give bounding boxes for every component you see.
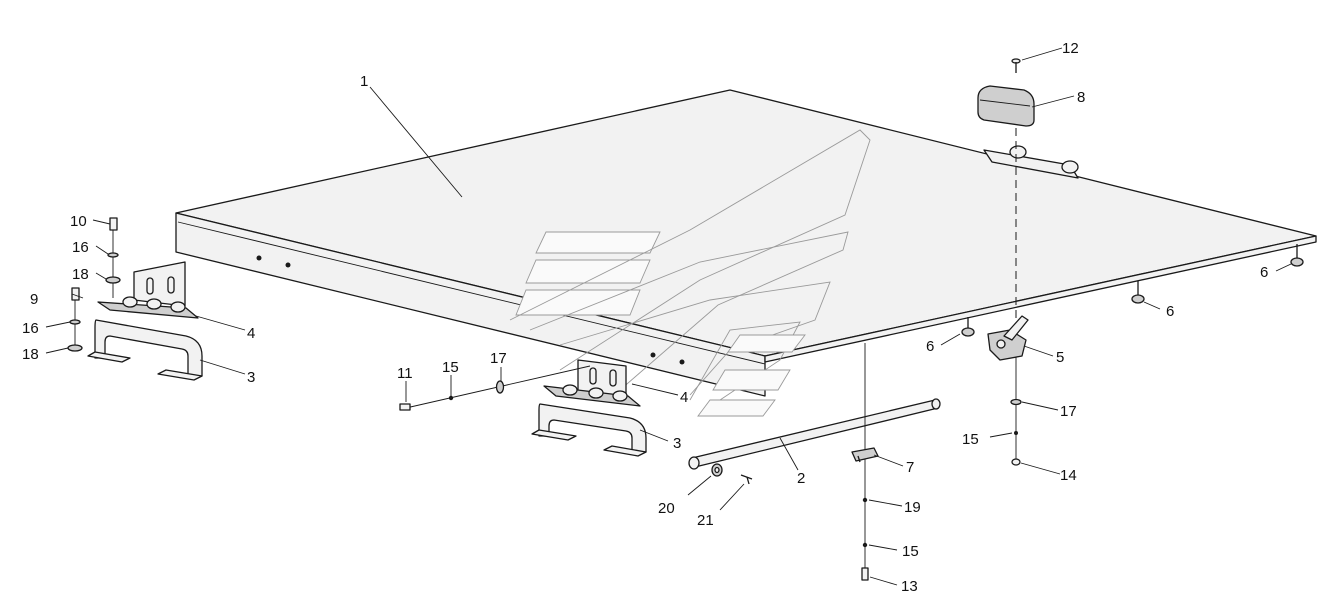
- callout-18: 18: [22, 346, 39, 363]
- latch: [987, 315, 1029, 361]
- rod-end: [688, 456, 700, 470]
- washer-16: [107, 252, 119, 258]
- leader-lines: [45, 47, 1292, 586]
- center-bracket-foot: [603, 445, 647, 457]
- washer-15: [1014, 431, 1018, 435]
- panel-hole: [256, 255, 262, 261]
- callout-4: 4: [680, 389, 688, 406]
- cotter-pin-21: [740, 474, 753, 485]
- callout-12: 12: [1062, 40, 1079, 57]
- logo-bar: [535, 231, 661, 254]
- callout-15: 15: [902, 543, 919, 560]
- center-hinge: [543, 359, 641, 407]
- callout-3: 3: [673, 435, 681, 452]
- callout-15: 15: [962, 431, 979, 448]
- bolt-10: [109, 217, 118, 231]
- washer-17: [495, 380, 505, 394]
- panel-logo-outline: [509, 129, 871, 417]
- logo-bar: [525, 259, 651, 284]
- callout-14: 14: [1060, 467, 1077, 484]
- rubber-foot: [1131, 294, 1145, 304]
- callout-11: 11: [397, 365, 413, 382]
- logo-bar: [712, 369, 791, 391]
- callout-6: 6: [1260, 264, 1268, 281]
- center-bracket-body: [538, 403, 647, 453]
- left-bracket-body: [94, 319, 203, 377]
- cover-panel-fold-line: [177, 221, 766, 365]
- screw-12: [1011, 58, 1021, 73]
- callout-5: 5: [1056, 349, 1064, 366]
- callout-6: 6: [926, 338, 934, 355]
- washer-15: [448, 395, 454, 401]
- logo-stroke: [559, 281, 831, 396]
- washer-18: [105, 276, 121, 284]
- panel-hole: [650, 352, 656, 358]
- callout-18: 18: [72, 266, 89, 283]
- callout-17: 17: [490, 350, 507, 367]
- callout-3: 3: [247, 369, 255, 386]
- rear-hinge-plate: [983, 149, 1079, 179]
- callout-21: 21: [697, 512, 714, 529]
- rod-end: [931, 398, 941, 410]
- callout-8: 8: [1077, 89, 1085, 106]
- callout-16: 16: [72, 239, 89, 256]
- callout-2: 2: [797, 470, 805, 487]
- logo-bar: [515, 289, 641, 316]
- callout-6: 6: [1166, 303, 1174, 320]
- left-hinge-leaf: [133, 261, 186, 307]
- callout-17: 17: [1060, 403, 1077, 420]
- nut-14: [1011, 458, 1021, 466]
- rear-hinge-knuckle: [1009, 145, 1027, 159]
- logo-stroke: [529, 231, 849, 391]
- clip-7: [851, 447, 879, 463]
- callout-1: 1: [360, 73, 368, 90]
- callout-19: 19: [904, 499, 921, 516]
- rubber-foot: [1290, 257, 1304, 267]
- rear-hinge-bracket: [983, 145, 1079, 179]
- callout-20: 20: [658, 500, 675, 517]
- end-cap: [977, 85, 1035, 127]
- right-axis-hardware: [1010, 398, 1022, 466]
- cover-panel-right-edge: [764, 235, 1317, 363]
- washer-16: [69, 319, 81, 325]
- logo-bar: [727, 334, 806, 353]
- callout-7: 7: [906, 459, 914, 476]
- logo-stroke: [509, 129, 871, 371]
- screw-11: [399, 403, 411, 411]
- washer-19: [862, 497, 868, 503]
- cover-panel: [175, 89, 1317, 397]
- end-cap-body: [977, 85, 1035, 127]
- rubber-foot: [961, 327, 975, 337]
- cover-panel-top: [175, 89, 1317, 357]
- panel-hole: [679, 359, 685, 365]
- callout-9: 9: [30, 291, 38, 308]
- callout-13: 13: [901, 578, 918, 595]
- washer-17: [1010, 398, 1022, 406]
- left-bracket-foot: [87, 351, 131, 363]
- rubber-feet: [961, 244, 1304, 337]
- washer-15: [862, 542, 868, 548]
- callout-10: 10: [70, 213, 87, 230]
- washer-18: [67, 344, 83, 352]
- bolt-13: [861, 567, 869, 581]
- left-hinge: [97, 261, 199, 319]
- rear-hinge-knuckle: [1061, 160, 1079, 174]
- callout-labels: 1 2 3 3 4 4 5 6 6 6 7 8 9 10 11 12 13 14…: [22, 40, 1268, 595]
- left-bracket-foot: [157, 369, 203, 381]
- center-fasteners: [399, 365, 591, 411]
- latch-lever: [1003, 315, 1029, 341]
- washer-20: [711, 463, 723, 477]
- panel-hole: [285, 262, 291, 268]
- left-bracket: [87, 319, 203, 381]
- logo-bar: [697, 399, 776, 417]
- center-bracket-foot: [531, 429, 577, 441]
- rod: [688, 398, 941, 470]
- callout-16: 16: [22, 320, 39, 337]
- center-bracket: [531, 403, 647, 457]
- callout-4: 4: [247, 325, 255, 342]
- callout-15: 15: [442, 359, 459, 376]
